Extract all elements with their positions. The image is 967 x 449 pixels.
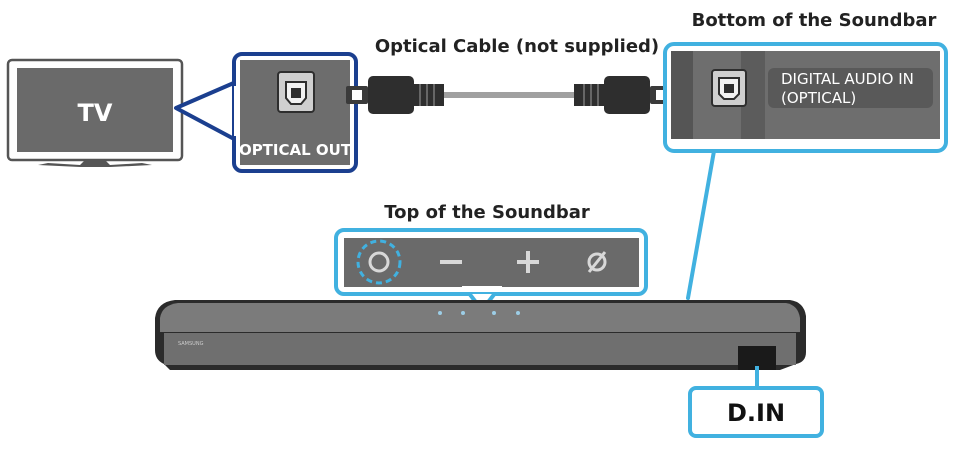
optical-port-icon [277, 71, 315, 113]
optical-out-panel: OPTICAL OUT [232, 52, 358, 173]
din-callout: D.IN [688, 386, 824, 438]
optical-cable [346, 76, 672, 114]
digital-audio-label-box [768, 68, 933, 108]
digital-audio-port-icon [711, 69, 747, 107]
brand-label: SAMSUNG [178, 341, 204, 347]
optical-out-label: OPTICAL OUT [239, 141, 352, 159]
tv-illustration: TV [6, 58, 184, 167]
bottom-panel: DIGITAL AUDIO IN (OPTICAL) [663, 42, 948, 153]
top-button-panel [334, 228, 648, 312]
power-button-icon [368, 251, 390, 273]
cable-caption: Optical Cable (not supplied) [375, 36, 659, 57]
left-plug-icon [346, 76, 444, 114]
tv-callout-pointer [174, 80, 238, 142]
digital-audio-label-line2: (OPTICAL) [781, 89, 856, 107]
right-plug-icon [574, 76, 672, 114]
bottom-callout-line [686, 149, 716, 300]
power-highlight-ring [356, 239, 402, 285]
top-buttons-mini [438, 311, 520, 315]
top-caption: Top of the Soundbar [384, 202, 590, 223]
tv-label: TV [78, 99, 113, 127]
volume-down-icon [440, 260, 462, 264]
bottom-caption: Bottom of the Soundbar [692, 10, 937, 31]
volume-up-icon [517, 251, 539, 273]
digital-audio-label-line1: DIGITAL AUDIO IN [781, 70, 914, 88]
din-label: D.IN [727, 399, 785, 427]
soundbar-illustration: SAMSUNG [155, 300, 806, 370]
input-button-icon [587, 251, 607, 273]
